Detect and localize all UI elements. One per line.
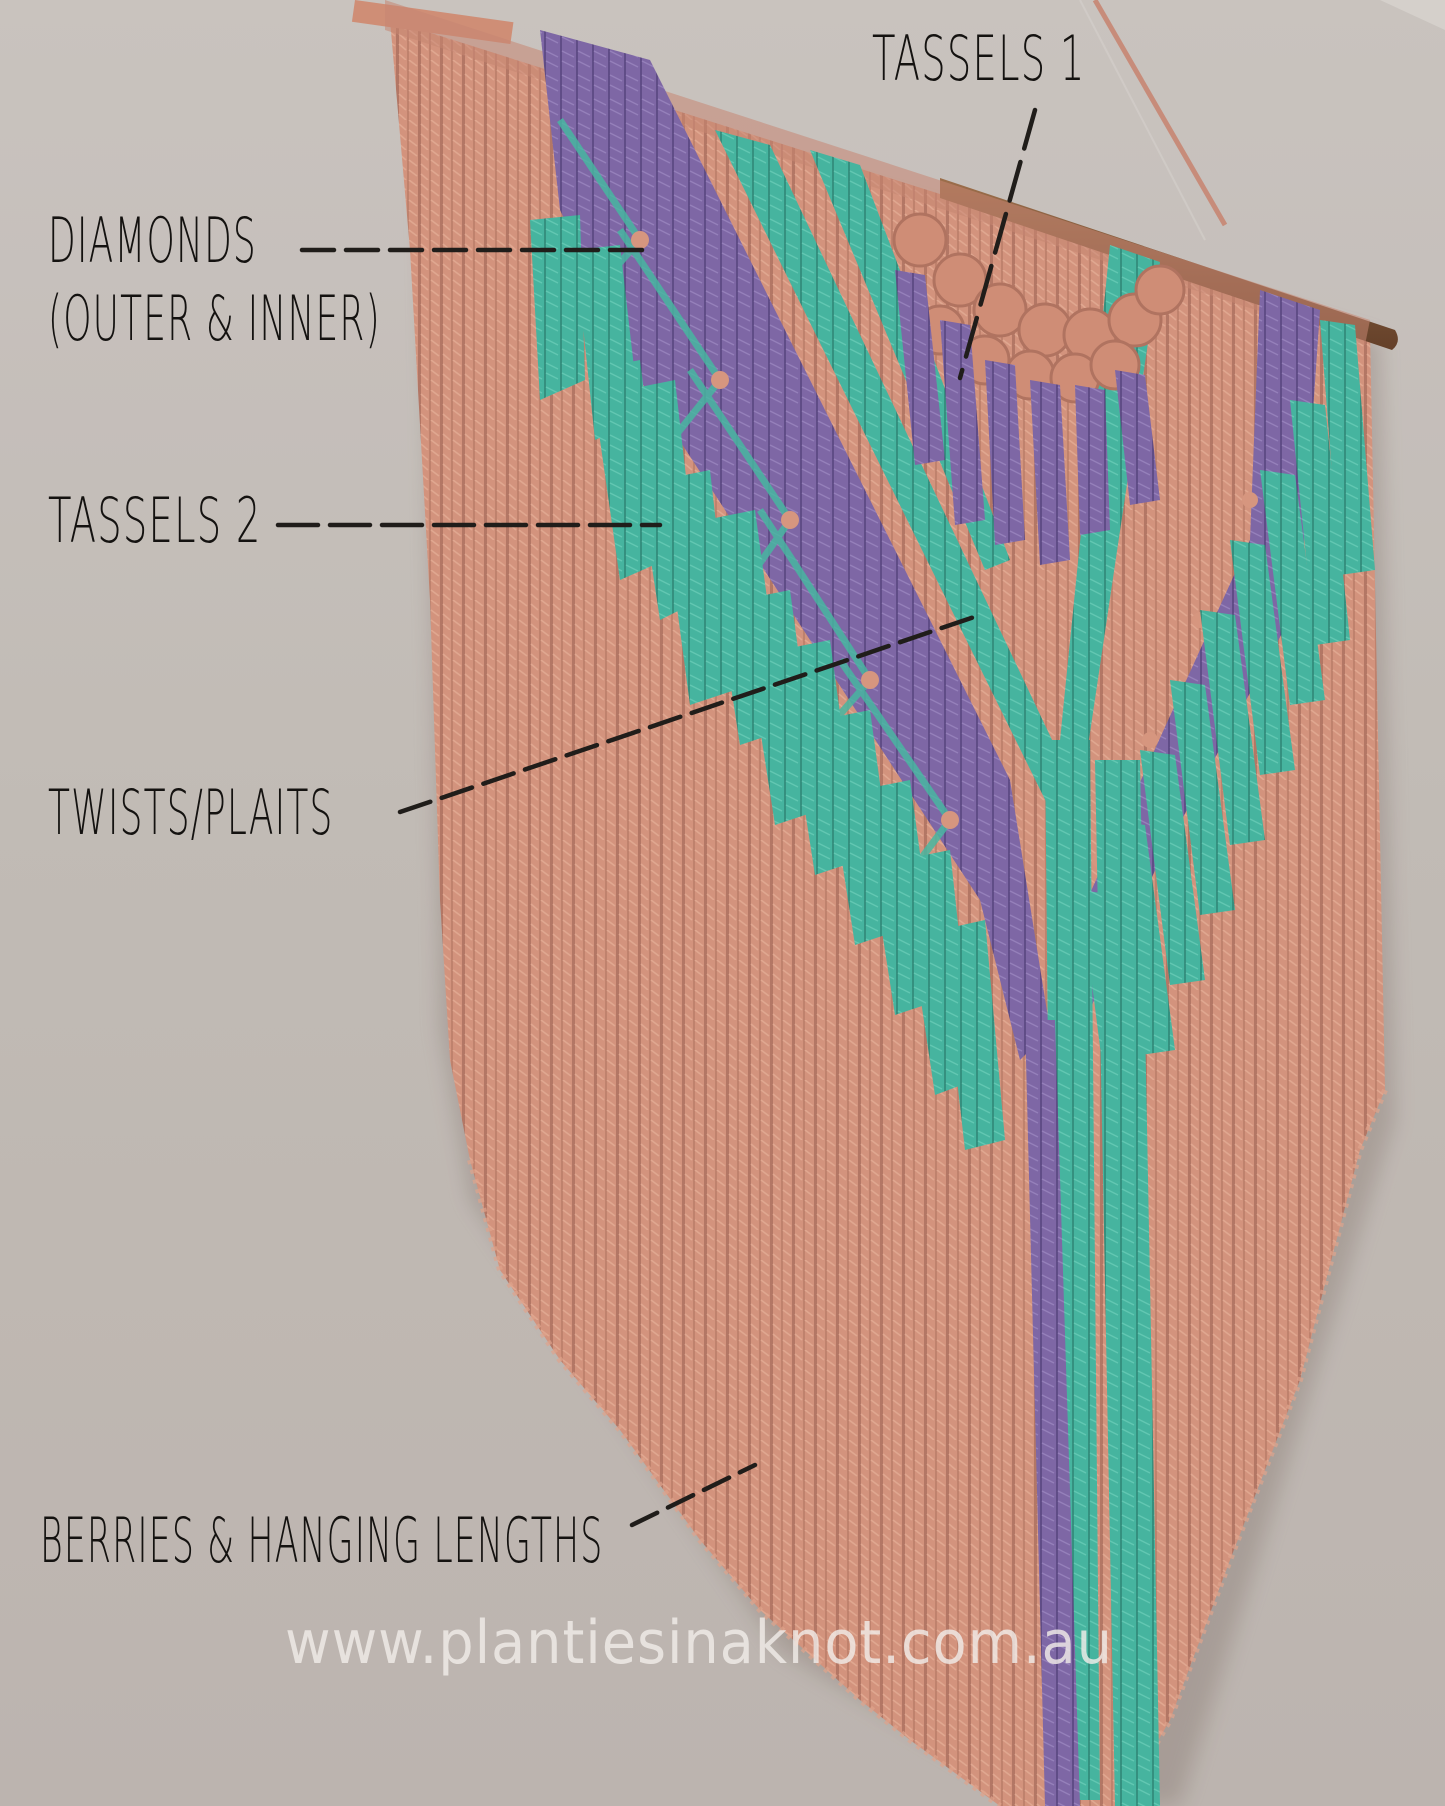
label-twists-plaits: TWISTS/PLAITS <box>48 776 334 849</box>
pointer-twists <box>397 612 983 815</box>
label-berries-hanging-lengths: BERRIES & HANGING LENGTHS <box>40 1504 604 1577</box>
purple-diamond-band-left <box>540 30 1050 1060</box>
pointer-tassels1 <box>957 107 1038 381</box>
watermark-url: www.plantiesinaknot.com.au <box>285 1608 1113 1678</box>
label-tassels-2: TASSELS 2 <box>48 484 262 557</box>
label-tassels-1: TASSELS 1 <box>872 22 1086 95</box>
pointer-berries <box>629 1462 758 1528</box>
purple-tassels <box>895 270 1160 565</box>
label-diamonds: DIAMONDS (OUTER & INNER) <box>48 204 381 355</box>
purple-hanging-lengths <box>1025 1020 1080 1806</box>
teal-tassels-left <box>530 215 1005 1150</box>
annotation-pointers <box>275 107 1038 1528</box>
hanging-cord <box>1092 0 1228 227</box>
